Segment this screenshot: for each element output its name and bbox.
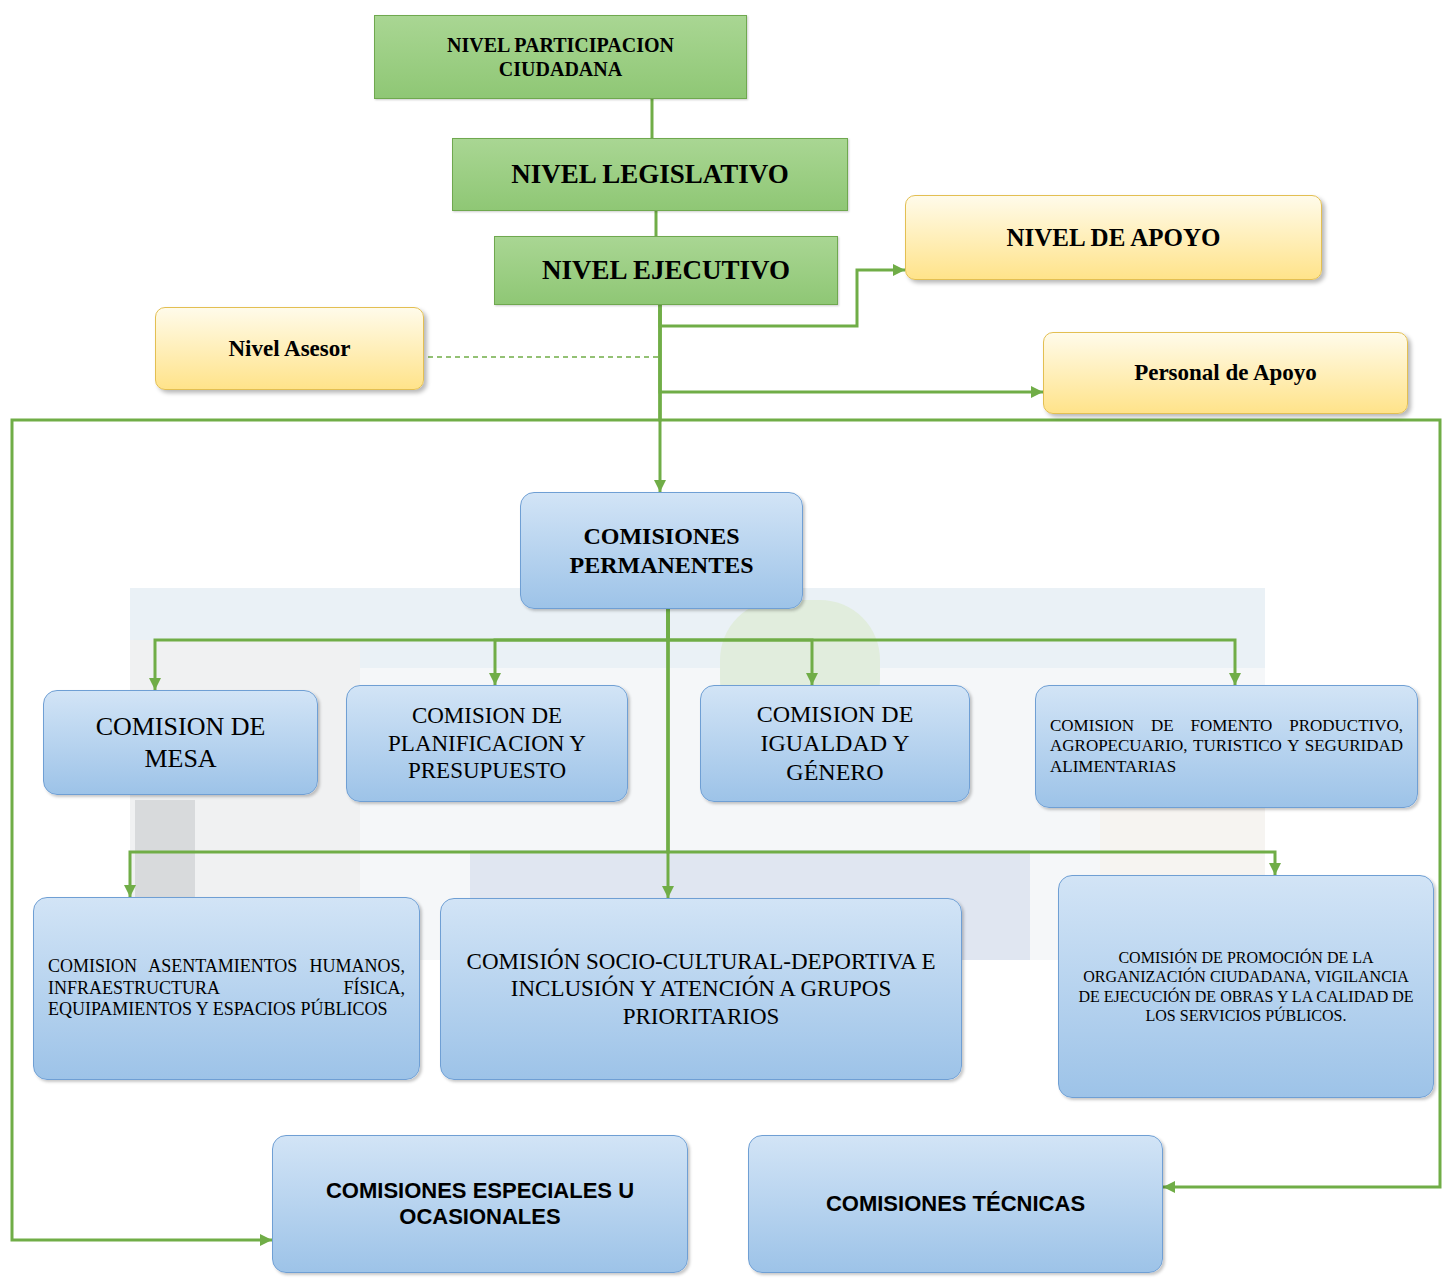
support-box: NIVEL DE APOYO	[905, 195, 1322, 280]
node-text: COMISION DE FOMENTO PRODUCTIVO, AGROPECU…	[1050, 716, 1403, 777]
connector	[655, 211, 658, 236]
connector	[668, 609, 1235, 685]
connector	[495, 609, 668, 685]
node-text: COMISION DE MESA	[58, 711, 303, 773]
node-text: COMISION DE PLANIFICACION Y PRESUPUESTO	[361, 702, 613, 785]
node-text: COMISIÓN DE PROMOCIÓN DE LA ORGANIZACIÓN…	[1073, 948, 1419, 1025]
node-text: COMISION ASENTAMIENTOS HUMANOS, INFRAEST…	[48, 956, 405, 1021]
level-box: NIVEL EJECUTIVO	[494, 236, 838, 305]
connector	[12, 305, 660, 1240]
node-text: NIVEL PARTICIPACION CIUDADANA	[385, 33, 736, 81]
commission-group-box: COMISIONES PERMANENTES	[520, 492, 803, 609]
node-text: COMISIONES PERMANENTES	[535, 522, 788, 580]
node-text: Personal de Apoyo	[1056, 359, 1395, 387]
commission-box: COMISION DE IGUALDAD Y GÉNERO	[700, 685, 970, 802]
node-text: Nivel Asesor	[168, 335, 411, 363]
level-box: NIVEL LEGISLATIVO	[452, 138, 848, 211]
dashed-connector	[424, 305, 660, 357]
commission-group-box: COMISIONES TÉCNICAS	[748, 1135, 1163, 1273]
node-text: NIVEL LEGISLATIVO	[463, 158, 837, 190]
node-text: COMISIONES TÉCNICAS	[763, 1191, 1148, 1217]
commission-group-box: COMISIONES ESPECIALES U OCASIONALES	[272, 1135, 688, 1273]
node-text: NIVEL DE APOYO	[918, 223, 1309, 253]
connector	[660, 305, 1043, 392]
connector	[668, 609, 812, 685]
connector	[651, 99, 654, 138]
node-text: COMISIONES ESPECIALES U OCASIONALES	[287, 1178, 673, 1231]
commission-box: COMISIÓN SOCIO-CULTURAL-DEPORTIVA E INCL…	[440, 898, 962, 1080]
commission-box: COMISION DE FOMENTO PRODUCTIVO, AGROPECU…	[1035, 685, 1418, 808]
commission-box: COMISION DE PLANIFICACION Y PRESUPUESTO	[346, 685, 628, 802]
node-text: NIVEL EJECUTIVO	[505, 254, 827, 286]
commission-box: COMISIÓN DE PROMOCIÓN DE LA ORGANIZACIÓN…	[1058, 875, 1434, 1098]
node-text: COMISION DE IGUALDAD Y GÉNERO	[715, 700, 955, 786]
level-box: NIVEL PARTICIPACION CIUDADANA	[374, 15, 747, 99]
commission-box: COMISION ASENTAMIENTOS HUMANOS, INFRAEST…	[33, 897, 420, 1080]
advisor-box: Nivel Asesor	[155, 307, 424, 390]
support-box: Personal de Apoyo	[1043, 332, 1408, 414]
connector	[155, 609, 668, 690]
commission-box: COMISION DE MESA	[43, 690, 318, 795]
node-text: COMISIÓN SOCIO-CULTURAL-DEPORTIVA E INCL…	[455, 948, 947, 1031]
